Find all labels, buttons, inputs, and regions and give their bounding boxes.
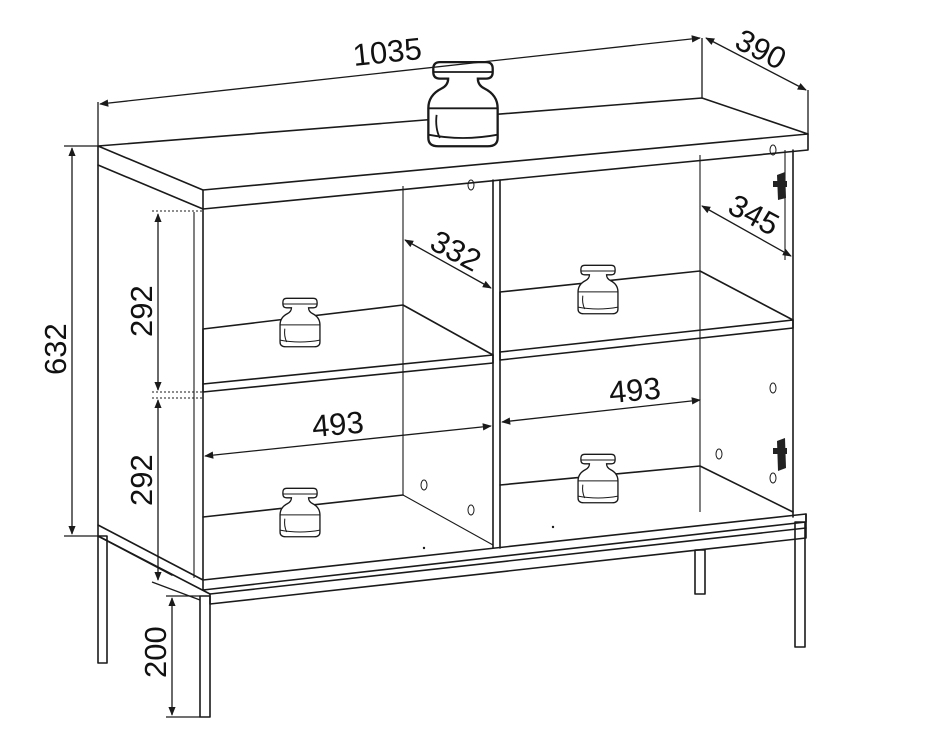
pin-hole bbox=[769, 144, 777, 156]
leg-front-right bbox=[794, 521, 806, 648]
jar-icon bbox=[427, 60, 499, 148]
leg-back-left bbox=[97, 535, 108, 664]
leg-back-right bbox=[694, 549, 706, 595]
inner-depth-left-label: 332 bbox=[425, 223, 487, 278]
center-divider bbox=[492, 179, 501, 549]
top-left-edge bbox=[97, 145, 204, 210]
leg-front-left bbox=[199, 595, 211, 718]
jar-icon bbox=[577, 264, 619, 315]
pin-hole bbox=[769, 472, 777, 484]
pin-hole bbox=[715, 448, 723, 460]
left-middle-shelf bbox=[202, 304, 494, 385]
leg-height-label: 200 bbox=[138, 626, 173, 678]
pin-hole bbox=[420, 479, 428, 491]
jar-icon bbox=[577, 453, 619, 504]
cabinet-body bbox=[97, 97, 809, 591]
hinge-icon bbox=[773, 172, 787, 200]
legs bbox=[97, 513, 807, 718]
depth-label: 390 bbox=[730, 22, 792, 77]
width-label: 1035 bbox=[351, 31, 423, 73]
right-middle-shelf bbox=[499, 270, 794, 353]
inner-depth-right-label: 345 bbox=[723, 187, 785, 242]
hinge-icon bbox=[773, 438, 787, 471]
pin-hole bbox=[467, 179, 475, 191]
inner-width-left-label: 493 bbox=[311, 405, 366, 444]
pin-hole bbox=[467, 504, 475, 516]
left-side-panel bbox=[97, 164, 204, 581]
dimension-lines bbox=[64, 35, 809, 718]
jar-icon bbox=[279, 487, 321, 538]
inner-width-right-label: 493 bbox=[608, 371, 663, 410]
total-height-label: 632 bbox=[38, 323, 73, 375]
top-front-edge bbox=[202, 133, 809, 210]
pin-hole bbox=[769, 382, 777, 394]
right-bottom-floor bbox=[499, 465, 794, 513]
jar-icon bbox=[279, 297, 321, 348]
upper-compartment-height-label: 292 bbox=[124, 285, 159, 337]
lower-compartment-height-label: 292 bbox=[124, 454, 159, 506]
